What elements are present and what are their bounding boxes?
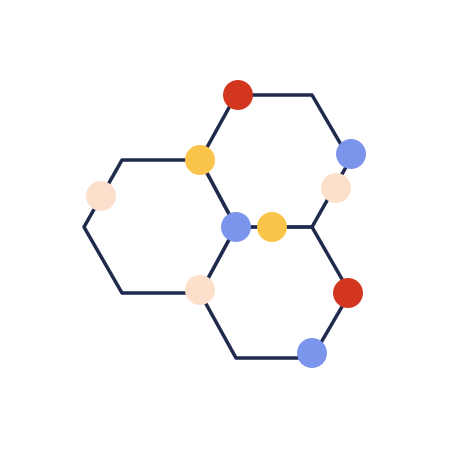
top-red-node [223,80,253,110]
top-right-hexagon [198,93,352,229]
left-hexagon [82,158,238,295]
center-yellow-node [257,212,287,242]
bottom-blue-node [297,338,327,368]
right-peach-node [321,173,351,203]
right-red-node [333,278,363,308]
bottom-right-hexagon [198,225,352,360]
lower-peach-node [185,275,215,305]
top-right-blue-node [336,139,366,169]
upper-yellow-node [185,145,215,175]
center-blue-node [221,212,251,242]
left-peach-node [86,181,116,211]
